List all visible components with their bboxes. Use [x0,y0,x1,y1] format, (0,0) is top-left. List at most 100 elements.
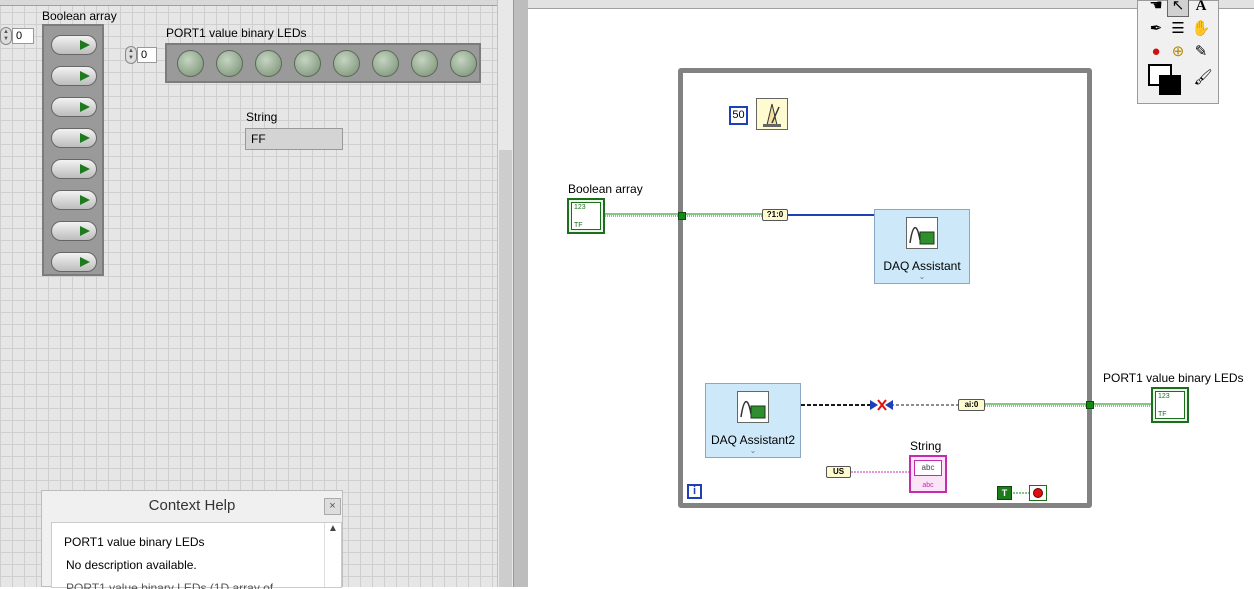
boolean-array-index-value[interactable]: 0 [12,28,34,44]
close-icon[interactable]: × [324,498,341,515]
chevron-down-icon[interactable]: ⌄ [918,272,926,281]
boolean-button[interactable] [51,66,97,86]
boolean-array-terminal[interactable]: 123 TF [567,198,605,234]
object-shortcut-icon[interactable]: ☰ [1171,20,1185,37]
daq-device-icon [909,226,935,245]
led-indicator-icon [80,71,90,81]
probe-icon[interactable]: ⊕ [1171,43,1185,60]
breakpoint-icon[interactable]: ● [1151,43,1161,60]
boolean-button[interactable] [51,35,97,55]
string-indicator-label: String [246,110,278,124]
led-indicator-icon [80,102,90,112]
context-help-title: Context Help [148,497,236,514]
stop-icon [1033,488,1043,498]
edit-text-icon[interactable]: A [1195,0,1207,14]
boolean-array-index[interactable]: ▲▼ 0 [0,27,34,45]
daq-assistant2-label: DAQ Assistant2 [710,433,796,447]
tools-palette: ☚ ↖ A ✒ ☰ ✋ ● ⊕ ✎ 🖌 [1137,0,1219,104]
terminal-type-bottom: TF [574,222,583,229]
led-indicator-icon [80,133,90,143]
color-copy-icon[interactable]: ✎ [1194,43,1208,60]
daq-icon [906,217,938,249]
chevron-up-icon[interactable]: ▲ [328,523,338,534]
led-array-label: PORT1 value binary LEDs [166,26,307,40]
front-panel-toolbar [0,0,497,6]
wait-ms-constant[interactable]: 50 [729,106,748,125]
context-help-window: Context Help × PORT1 value binary LEDs N… [41,490,343,589]
boolean-button[interactable] [51,252,97,272]
string-terminal-label: String [910,439,942,453]
boolean-button[interactable] [51,159,97,179]
round-led [216,50,243,77]
context-help-body: PORT1 value binary LEDs No description a… [51,522,342,589]
string-terminal[interactable]: abc abc [909,455,947,493]
metronome-icon [763,103,781,127]
led-indicator-icon [80,40,90,50]
block-diagram: i 50 [528,0,1254,587]
round-led [294,50,321,77]
led-array-terminal-label: PORT1 value binary LEDs [1103,371,1244,385]
loop-condition-terminal[interactable] [1029,485,1047,501]
boolean-button[interactable] [51,97,97,117]
scroll-hand-icon[interactable]: ✋ [1191,20,1211,37]
round-led [255,50,282,77]
round-led [372,50,399,77]
led-array-terminal[interactable]: 123 TF [1151,387,1189,423]
merge-errors-icon[interactable] [870,399,893,411]
input-tunnel[interactable] [678,212,686,220]
string-constant[interactable]: US [826,466,851,478]
set-color-icon[interactable] [1147,63,1189,99]
index-spin-icon[interactable]: ▲▼ [125,46,137,64]
daq-assistant[interactable]: DAQ Assistant ⌄ [874,209,970,284]
index-spin-icon[interactable]: ▲▼ [0,27,12,45]
bool-to-dynamic-conversion[interactable]: ?1:0 [762,209,788,221]
context-help-scrollbar[interactable]: ▲ [324,523,341,587]
terminal-type-top: 123 [1158,393,1170,400]
context-help-description: No description available. [66,558,197,572]
chevron-down-icon[interactable]: ⌄ [749,446,757,455]
daq-assistant2[interactable]: DAQ Assistant2 ⌄ [705,383,801,458]
boolean-button[interactable] [51,190,97,210]
terminal-type-bottom: TF [1158,411,1167,418]
led-indicator-icon [80,226,90,236]
operate-hand-icon[interactable]: ☚ [1149,0,1163,14]
led-indicator-icon [80,164,90,174]
while-loop[interactable] [678,68,1092,508]
boolean-button[interactable] [51,221,97,241]
daq-icon [737,391,769,423]
boolean-array-terminal-label: Boolean array [568,182,643,196]
boolean-array-control[interactable] [42,24,104,276]
context-help-detail: PORT1 value binary LEDs (1D array of [66,581,274,589]
led-indicator-icon [80,257,90,267]
led-array-indicator [165,43,481,83]
daq-assistant-label: DAQ Assistant [883,259,961,273]
output-tunnel[interactable] [1086,401,1094,409]
string-terminal-type: abc [914,460,942,476]
terminal-type-top: 123 [574,204,586,211]
position-arrow-icon[interactable]: ↖ [1167,0,1189,17]
string-terminal-sub: abc [922,482,934,489]
wait-ms-function[interactable] [756,98,788,130]
round-led [411,50,438,77]
round-led [177,50,204,77]
string-indicator: FF [245,128,343,150]
terminal-icon: 123 TF [1155,391,1185,419]
dynamic-to-bool-conversion[interactable]: ai:0 [958,399,985,411]
led-array-index[interactable]: ▲▼ 0 [125,46,157,64]
brush-icon[interactable]: 🖌 [1193,69,1213,86]
daq-device-icon [740,400,766,419]
scrollbar-thumb[interactable] [499,150,512,587]
connect-wire-icon[interactable]: ✒ [1149,20,1163,37]
front-panel: Boolean array ▲▼ 0 PORT1 value binary LE… [0,0,497,589]
boolean-button[interactable] [51,128,97,148]
iteration-terminal[interactable]: i [687,484,702,499]
true-constant[interactable]: T [997,486,1012,500]
led-indicator-icon [80,195,90,205]
led-array-index-value[interactable]: 0 [137,47,157,63]
block-diagram-toolbar [528,0,1254,9]
terminal-icon: 123 TF [571,202,601,230]
front-panel-scrollbar[interactable] [497,0,514,587]
context-help-heading: PORT1 value binary LEDs [64,535,205,549]
round-led [450,50,477,77]
